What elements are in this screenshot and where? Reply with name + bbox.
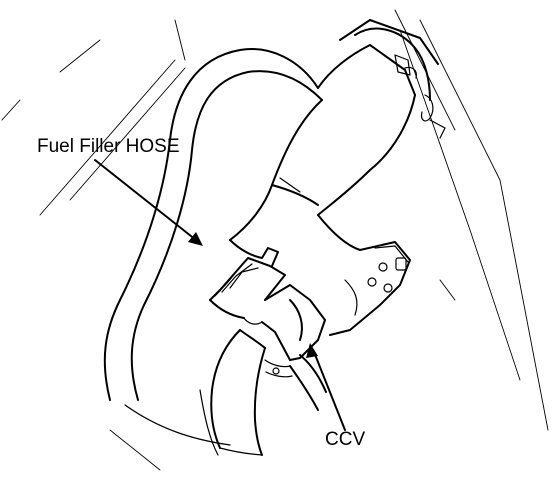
ccv-valve (209, 239, 326, 361)
filler-neck-pipe (229, 19, 446, 241)
ccv-leader (313, 351, 346, 431)
background-lines (1, 9, 549, 471)
ccv-label: CCV (325, 429, 365, 450)
bracket-housing (317, 214, 411, 336)
ccv-arrowhead (306, 343, 318, 358)
fuel-filler-hose-arrowhead (188, 232, 203, 246)
label-leaders (94, 159, 346, 431)
fuel-filler-hose-label: Fuel Filler HOSE (37, 136, 180, 157)
lower-hose (199, 329, 327, 456)
fuel-filler-hose-leader (94, 159, 197, 241)
